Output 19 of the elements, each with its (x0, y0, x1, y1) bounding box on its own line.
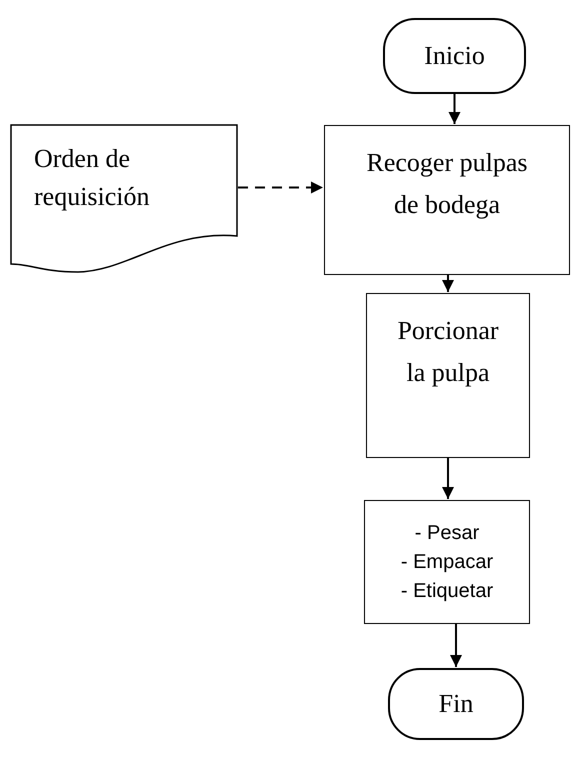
terminal-shape (383, 18, 526, 94)
arrow (450, 624, 462, 667)
document-shape (10, 124, 238, 274)
arrow (448, 94, 460, 124)
list-item: - Pesar (414, 520, 480, 546)
arrow (238, 182, 323, 194)
process-box (364, 500, 530, 624)
node-text: Recoger pulpas de bodega (365, 147, 528, 221)
list-item: - Etiquetar (400, 578, 494, 604)
node-text: Orden de requisición (34, 143, 151, 213)
process-box (324, 125, 570, 275)
arrow (442, 275, 454, 292)
terminal-shape (388, 668, 524, 740)
node-text: Inicio (424, 40, 485, 72)
list-item: - Empacar (400, 550, 494, 574)
node-text: Fin (438, 688, 474, 720)
node-text: Porcionar la pulpa (397, 315, 499, 389)
process-box (366, 293, 530, 458)
arrow (442, 458, 454, 499)
